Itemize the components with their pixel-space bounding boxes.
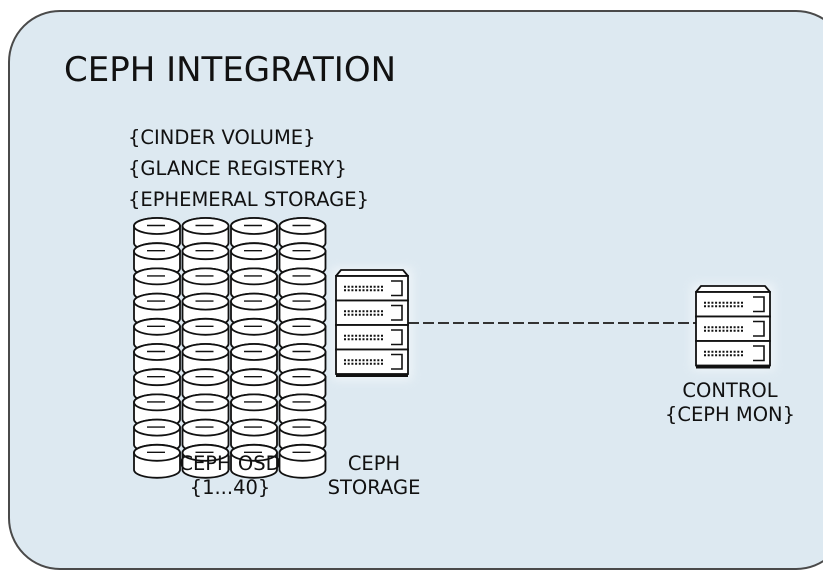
disk-icon — [133, 267, 181, 303]
disk-icon — [133, 393, 181, 429]
server-base — [336, 374, 408, 377]
server-unit — [695, 315, 771, 342]
disk-icon — [181, 368, 230, 404]
control-label-line1: CONTROL — [682, 379, 778, 402]
disk-icon — [133, 217, 181, 252]
disk-icon — [230, 267, 278, 303]
disk-icon — [133, 343, 181, 378]
osd-label-line2: {1...40} — [189, 476, 271, 499]
disk-icon — [230, 317, 278, 353]
server-unit — [695, 291, 771, 318]
use-list: {CINDER VOLUME} {GLANCE REGISTERY} {EPHE… — [128, 122, 369, 215]
disk-icon — [278, 242, 327, 278]
diagram-art — [133, 217, 774, 479]
disk-icon — [278, 393, 327, 429]
disk-icon — [230, 368, 278, 404]
control-label-line2: {CEPH MON} — [664, 403, 796, 426]
storage-label-line1: CEPH — [347, 452, 401, 475]
disk-stack-icon — [133, 217, 327, 479]
server-unit — [335, 299, 409, 326]
disk-icon — [278, 418, 327, 454]
disk-icon — [230, 393, 278, 429]
server-unit — [695, 340, 771, 367]
control-server-icon — [695, 285, 771, 369]
storage-server-icon — [335, 269, 409, 377]
disk-icon — [230, 418, 278, 454]
diagram-title: CEPH INTEGRATION — [64, 50, 397, 90]
disk-icon — [181, 443, 230, 479]
disk-icon — [181, 343, 230, 378]
disk-icon — [133, 418, 181, 454]
server-unit — [335, 275, 409, 302]
disk-icon — [181, 242, 230, 278]
disk-icon — [278, 317, 327, 353]
disk-icon — [230, 443, 278, 479]
disk-icon — [133, 443, 181, 479]
disk-icon — [230, 217, 278, 252]
disk-icon — [181, 393, 230, 429]
disk-icon — [133, 242, 181, 278]
disk-icon — [181, 267, 230, 303]
control-label: CONTROL {CEPH MON} — [640, 379, 820, 427]
storage-label-line2: STORAGE — [327, 476, 421, 499]
disk-icon — [278, 217, 327, 252]
disk-icon — [133, 368, 181, 404]
server-unit — [335, 324, 409, 351]
diagram-canvas: CEPH INTEGRATION {CINDER VOLUME} {GLANCE… — [8, 10, 823, 570]
use-item-cinder: {CINDER VOLUME} — [128, 126, 316, 149]
use-item-ephemeral: {EPHEMERAL STORAGE} — [128, 188, 370, 211]
use-item-glance: {GLANCE REGISTERY} — [128, 157, 347, 180]
disk-icon — [278, 443, 327, 479]
osd-label-line1: CEPH OSD — [179, 452, 281, 475]
storage-label: CEPH STORAGE — [309, 452, 439, 500]
disk-icon — [181, 317, 230, 353]
disk-icon — [278, 343, 327, 378]
server-unit — [335, 348, 409, 375]
osd-label: CEPH OSD {1...40} — [160, 452, 300, 500]
disk-icon — [181, 292, 230, 328]
server-base — [696, 365, 770, 369]
